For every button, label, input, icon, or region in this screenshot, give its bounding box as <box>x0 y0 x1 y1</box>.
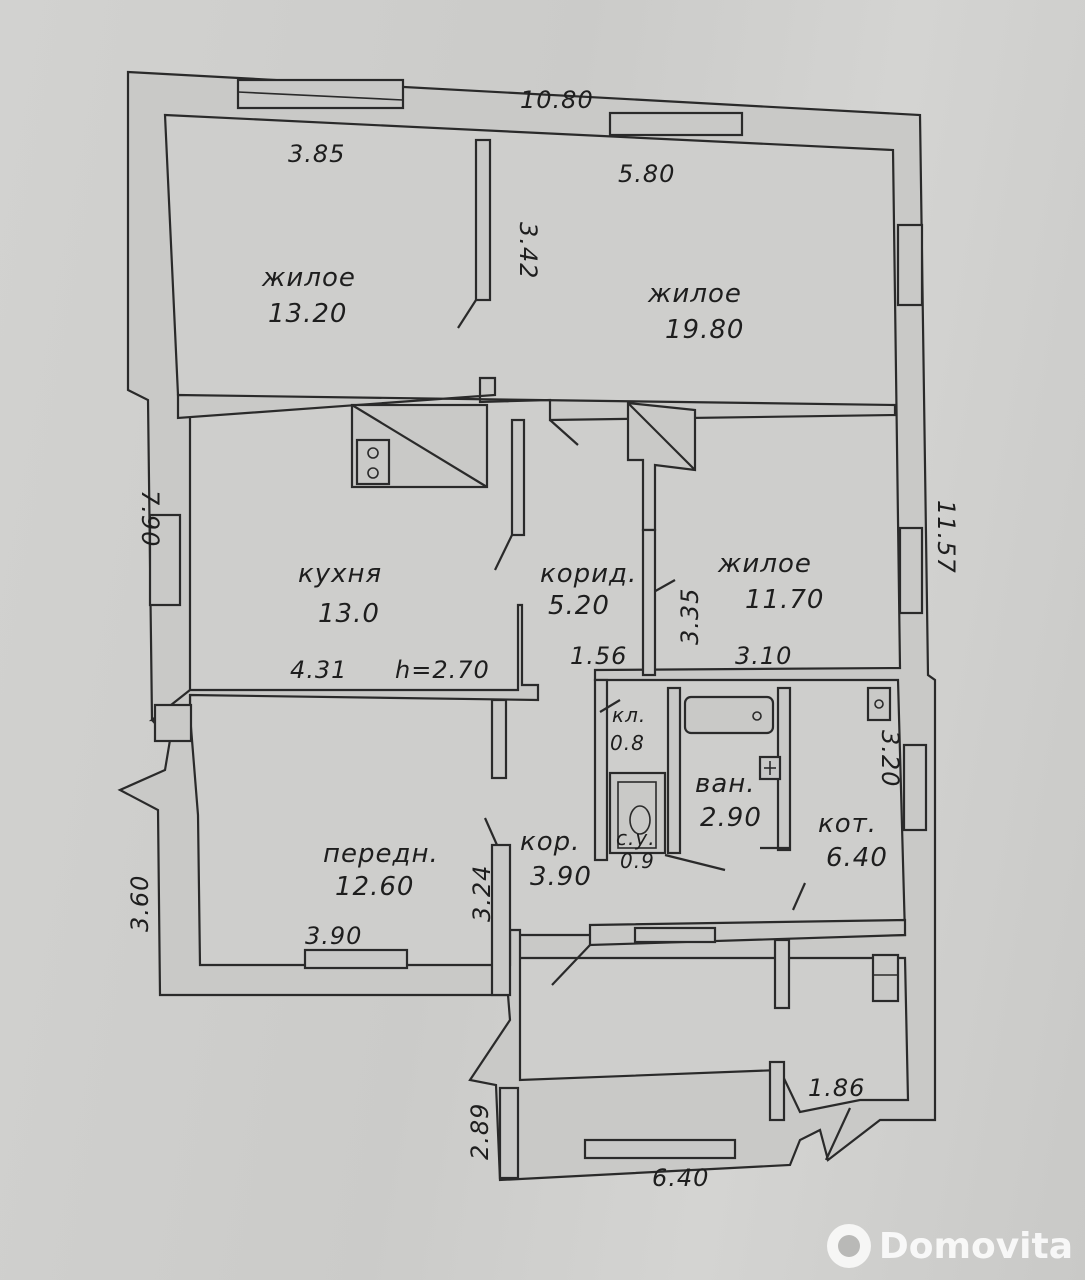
dim-kitchen-width: 4.31 <box>290 656 347 684</box>
bathtub-icon <box>683 695 775 735</box>
room-living-3-area: 11.70 <box>745 585 824 615</box>
room-boiler-name: кот. <box>818 809 877 839</box>
partition-lower <box>773 938 791 1010</box>
dim-top-right: 5.80 <box>618 160 675 188</box>
room-corridor-2-name: кор. <box>520 827 580 857</box>
partition-corridor-left <box>510 418 526 537</box>
room-living-3-name: жилое <box>717 549 812 579</box>
domovita-logo-icon <box>826 1224 871 1268</box>
dim-left-360: 3.60 <box>126 875 154 932</box>
room-living-1-name: жилое <box>261 263 356 293</box>
service-wall-2 <box>666 686 682 855</box>
window-right-mid <box>898 526 924 615</box>
dim-top-left: 3.85 <box>288 140 345 168</box>
dim-height-320: 3.20 <box>876 730 904 787</box>
dim-right-1157: 11.57 <box>932 500 960 574</box>
room-toilet-name: с.у. <box>616 826 656 850</box>
room-corridor-1-name: корид. <box>540 559 637 589</box>
room-kitchen-name: кухня <box>298 559 382 589</box>
toilet-icon <box>629 805 651 835</box>
burner-icon <box>367 447 379 459</box>
watermark-brand: Domovita <box>878 1225 1073 1267</box>
dim-height-289: 2.89 <box>466 1103 494 1160</box>
partition-top <box>474 138 492 302</box>
dim-bottom-640: 6.40 <box>652 1164 709 1192</box>
room-corridor-1-area: 5.20 <box>548 591 610 621</box>
room-hall-name: передн. <box>323 839 439 869</box>
burner-icon <box>367 467 379 479</box>
window-right-low <box>902 743 928 832</box>
room-bath-name: ван. <box>695 769 756 799</box>
veranda-wall-mid <box>768 1060 786 1122</box>
wall-mid-upper <box>176 376 897 422</box>
room-pantry-area: 0.8 <box>610 731 645 755</box>
window-left <box>148 513 182 607</box>
stove-icon <box>871 953 900 1003</box>
dim-height-335: 3.35 <box>676 588 704 645</box>
room-toilet-area: 0.9 <box>620 849 655 873</box>
room-boiler-area: 6.40 <box>826 843 888 873</box>
room-kitchen-area: 13.0 <box>318 599 380 629</box>
window-top-right <box>608 111 744 137</box>
hall-wall-right <box>490 843 512 997</box>
partition-room3 <box>641 528 657 677</box>
dim-top-total: 10.80 <box>520 86 594 114</box>
inner-floor <box>163 113 910 1114</box>
dim-ceiling-height: h=2.70 <box>395 656 490 684</box>
dim-width-186: 1.86 <box>808 1074 865 1102</box>
dim-wall-342: 3.42 <box>514 222 542 279</box>
window-veranda <box>583 1138 737 1160</box>
dim-width-310: 3.10 <box>735 642 792 670</box>
window-hall <box>303 948 409 970</box>
veranda-wall-left <box>498 1086 520 1180</box>
partition-hall <box>490 698 508 780</box>
watermark-logo: Domovita <box>826 1224 1073 1268</box>
dim-width-156: 1.56 <box>570 642 627 670</box>
room-living-2-name: жилое <box>647 279 742 309</box>
dim-hall-width: 3.90 <box>305 922 362 950</box>
room-pantry-name: кл. <box>612 703 646 727</box>
window-right-top <box>896 223 924 307</box>
dim-left-790: 7.90 <box>136 490 164 547</box>
room-corridor-2-area: 3.90 <box>530 862 592 892</box>
room-living-2-area: 19.80 <box>665 315 744 345</box>
room-hall-area: 12.60 <box>335 872 414 902</box>
dim-height-324: 3.24 <box>468 865 496 922</box>
boiler-icon <box>866 686 892 722</box>
service-wall-1 <box>593 678 609 862</box>
room-bath-area: 2.90 <box>700 803 762 833</box>
room-living-1-area: 13.20 <box>268 299 347 329</box>
window-lower <box>633 926 717 944</box>
